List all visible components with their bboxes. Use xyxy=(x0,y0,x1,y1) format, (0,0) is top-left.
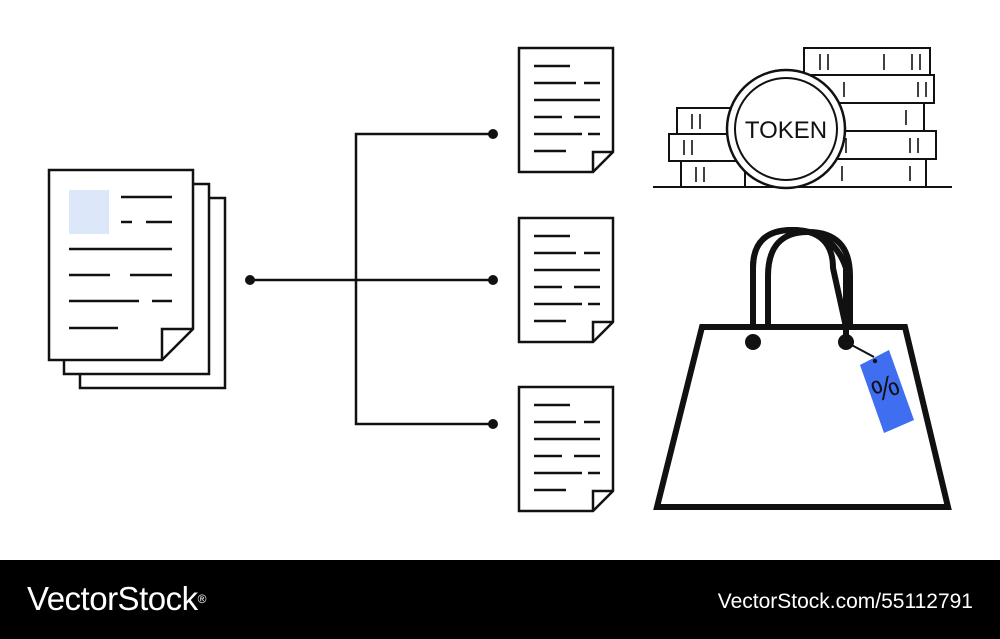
connector-end-dot-top xyxy=(488,129,498,139)
watermark-footer xyxy=(0,560,1000,639)
illustration-canvas: TOKEN % xyxy=(47,46,952,513)
token-coin-icon: TOKEN xyxy=(725,68,847,190)
page-fold-corner xyxy=(160,327,193,360)
illustration-svg: TOKEN % xyxy=(47,46,952,513)
brand-name: VectorStock xyxy=(27,580,198,617)
connector-end-dot-middle xyxy=(488,275,498,285)
connector-tree xyxy=(250,132,493,426)
connector-nodes xyxy=(245,129,498,429)
vectorstock-logo: VectorStock® xyxy=(27,579,206,619)
image-credit: VectorStock.com/55112791 xyxy=(717,590,973,613)
brand-registered-mark: ® xyxy=(197,592,207,606)
output-document-icon-middle xyxy=(517,216,615,344)
document-text-lines xyxy=(69,195,172,330)
connector-end-dot-bottom xyxy=(488,419,498,429)
output-document-icon-bottom xyxy=(517,385,615,513)
document-image-placeholder xyxy=(69,190,109,234)
output-document-icon-top xyxy=(517,46,615,174)
price-tag-icon: % xyxy=(845,341,914,433)
connector-start-dot xyxy=(245,275,255,285)
token-label: TOKEN xyxy=(745,117,827,144)
shopping-bag-icon xyxy=(653,226,952,510)
connector-branches xyxy=(354,132,493,426)
